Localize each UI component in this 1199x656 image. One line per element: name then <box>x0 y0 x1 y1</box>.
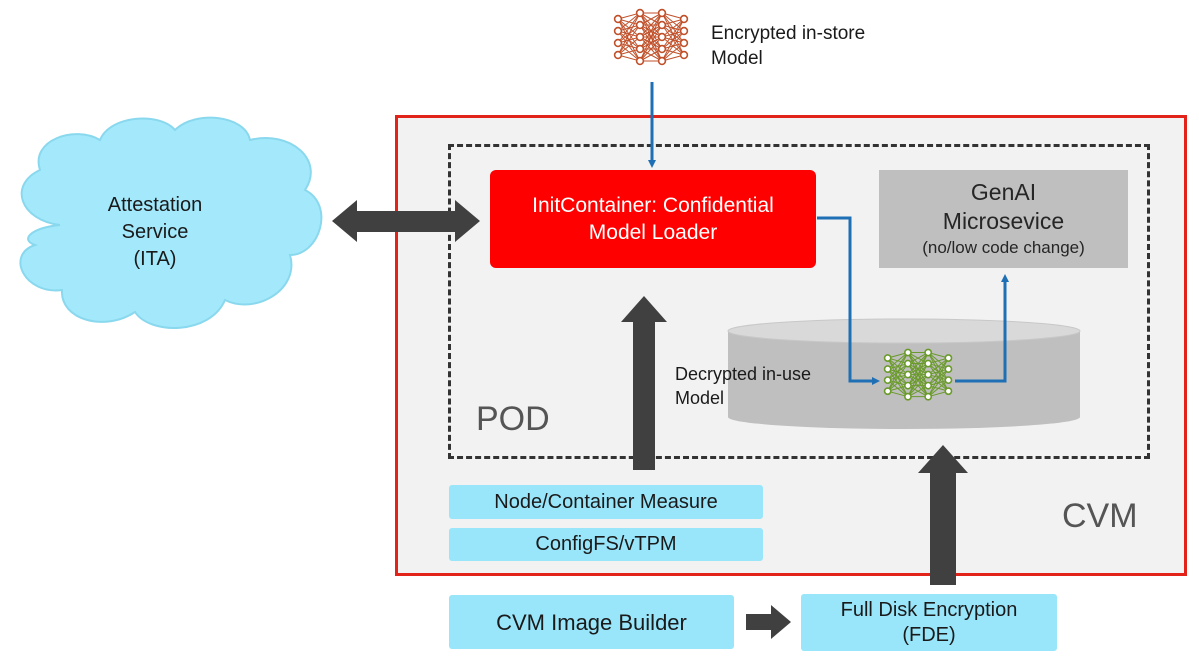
neural-network-icon <box>883 348 953 401</box>
arrow-init-to-decrypted <box>817 216 880 385</box>
attestation-service-label: Attestation Service (ITA) <box>80 192 230 273</box>
fde-line-1: Full Disk Encryption <box>840 598 1018 621</box>
cvm-image-builder-box: CVM Image Builder <box>449 595 734 649</box>
decrypted-model-line-2: Model <box>675 388 725 408</box>
init-container-line-2: Model Loader <box>588 221 718 244</box>
decrypted-model-label: Decrypted in-use Model <box>675 362 811 410</box>
up-arrow-measure <box>621 296 667 470</box>
arrow-decrypted-to-genai <box>955 274 1009 383</box>
storage-cylinder <box>727 318 1081 429</box>
cloud-icon <box>19 116 323 329</box>
encrypted-model-label: Encrypted in-store Model <box>711 21 865 71</box>
neural-network-icon <box>613 8 689 66</box>
cvm-image-builder-label: CVM Image Builder <box>496 609 687 635</box>
cvm-label: CVM <box>1062 497 1138 535</box>
decrypted-model-line-1: Decrypted in-use <box>675 364 812 384</box>
cloud-line-2: Service <box>121 221 189 243</box>
genai-line-1: GenAI <box>970 179 1037 205</box>
encrypted-model-line-2: Model <box>711 48 763 69</box>
pod-label: POD <box>476 400 550 438</box>
configfs-vtpm-label: ConfigFS/vTPM <box>535 533 677 555</box>
pod-boundary <box>448 144 1150 459</box>
cloud-line-3: (ITA) <box>133 248 177 270</box>
full-disk-encryption-box: Full Disk Encryption (FDE) <box>801 594 1057 651</box>
configfs-vtpm-box: ConfigFS/vTPM <box>449 528 763 561</box>
init-container-box: InitContainer: Confidential Model Loader <box>490 170 816 268</box>
node-container-measure-box: Node/Container Measure <box>449 485 763 519</box>
init-container-line-1: InitContainer: Confidential <box>532 194 774 217</box>
genai-line-2: Microsevice <box>942 208 1065 234</box>
right-arrow-builder <box>746 605 791 639</box>
fde-line-2: (FDE) <box>902 623 956 646</box>
bidirectional-arrow <box>332 200 480 242</box>
genai-line-3: (no/low code change) <box>922 238 1085 257</box>
up-arrow-fde <box>918 445 968 585</box>
encrypted-model-line-1: Encrypted in-store <box>711 23 866 44</box>
node-container-measure-label: Node/Container Measure <box>494 490 718 513</box>
cloud-line-1: Attestation <box>107 194 203 216</box>
genai-microservice-box: GenAI Microsevice (no/low code change) <box>879 170 1128 268</box>
